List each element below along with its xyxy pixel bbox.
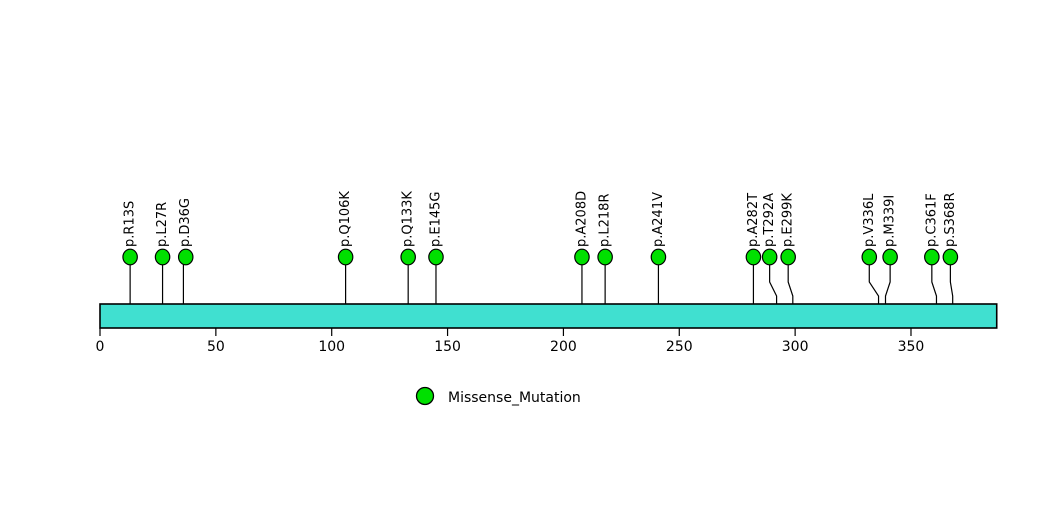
legend: Missense_Mutation (415, 386, 581, 406)
lollipop-marker[interactable] (122, 248, 138, 266)
lollipop-label: p.Q106K (338, 191, 353, 247)
lollipop-markers-group (122, 248, 959, 266)
lollipop-label: p.V336L (862, 193, 877, 247)
x-axis-tick-label: 250 (666, 339, 693, 355)
lollipop-marker[interactable] (761, 248, 778, 266)
x-axis-tick-label: 150 (434, 339, 461, 355)
lollipop-label: p.Q133K (401, 191, 416, 247)
lollipop-marker[interactable] (428, 248, 444, 266)
lollipop-marker[interactable] (942, 248, 959, 266)
x-axis-tick-label: 100 (318, 339, 345, 355)
lollipop-label: p.S368R (943, 193, 958, 247)
lollipop-marker[interactable] (650, 248, 667, 266)
lollipop-marker[interactable] (780, 248, 796, 266)
lollipop-marker[interactable] (400, 248, 416, 266)
x-axis-ticks (99, 328, 912, 336)
x-axis-tick-label: 200 (550, 339, 577, 355)
x-axis-tick-label: 350 (898, 339, 925, 355)
lollipop-marker[interactable] (574, 248, 590, 266)
legend-label-missense-mutation: Missense_Mutation (448, 390, 581, 406)
lollipop-label: p.A282T (746, 193, 761, 247)
lollipop-label: p.E145G (428, 192, 443, 248)
lollipop-marker[interactable] (154, 248, 171, 266)
lollipop-label: p.D36G (178, 198, 193, 247)
lollipop-label: p.L218R (598, 194, 613, 247)
protein-domain-bar[interactable] (99, 303, 998, 329)
x-axis-group: 0 50 100 150 200 250 300 350 (96, 328, 925, 355)
legend-swatch-missense-mutation[interactable] (415, 386, 435, 406)
lollipop-label: p.A241V (651, 192, 666, 247)
lollipop-label: p.E299K (781, 193, 796, 247)
lollipop-marker[interactable] (745, 248, 762, 266)
lollipop-marker[interactable] (882, 248, 898, 266)
x-axis-tick-label: 50 (207, 339, 225, 355)
lollipop-label: p.M339I (883, 195, 898, 247)
protein-domain-bar-group (99, 303, 998, 329)
lollipop-marker[interactable] (337, 248, 354, 266)
lollipop-marker[interactable] (177, 248, 194, 266)
lollipop-label: p.C361F (924, 193, 939, 247)
lollipop-marker[interactable] (597, 248, 613, 266)
lollipop-marker[interactable] (861, 248, 878, 266)
lollipop-label: p.L27R (155, 202, 170, 247)
lollipop-marker[interactable] (924, 248, 940, 266)
x-axis-tick-label: 0 (96, 339, 105, 355)
lollipop-labels-group: p.R13S p.L27R p.D36G p.Q106K p.Q133K p.E145G p… (123, 191, 958, 247)
lollipop-label: p.A208D (574, 191, 589, 247)
lollipop-label: p.T292A (762, 193, 777, 247)
x-axis-tick-label: 300 (782, 339, 809, 355)
x-axis-tick-labels: 0 50 100 150 200 250 300 350 (96, 339, 925, 355)
lollipop-label: p.R13S (123, 201, 138, 247)
